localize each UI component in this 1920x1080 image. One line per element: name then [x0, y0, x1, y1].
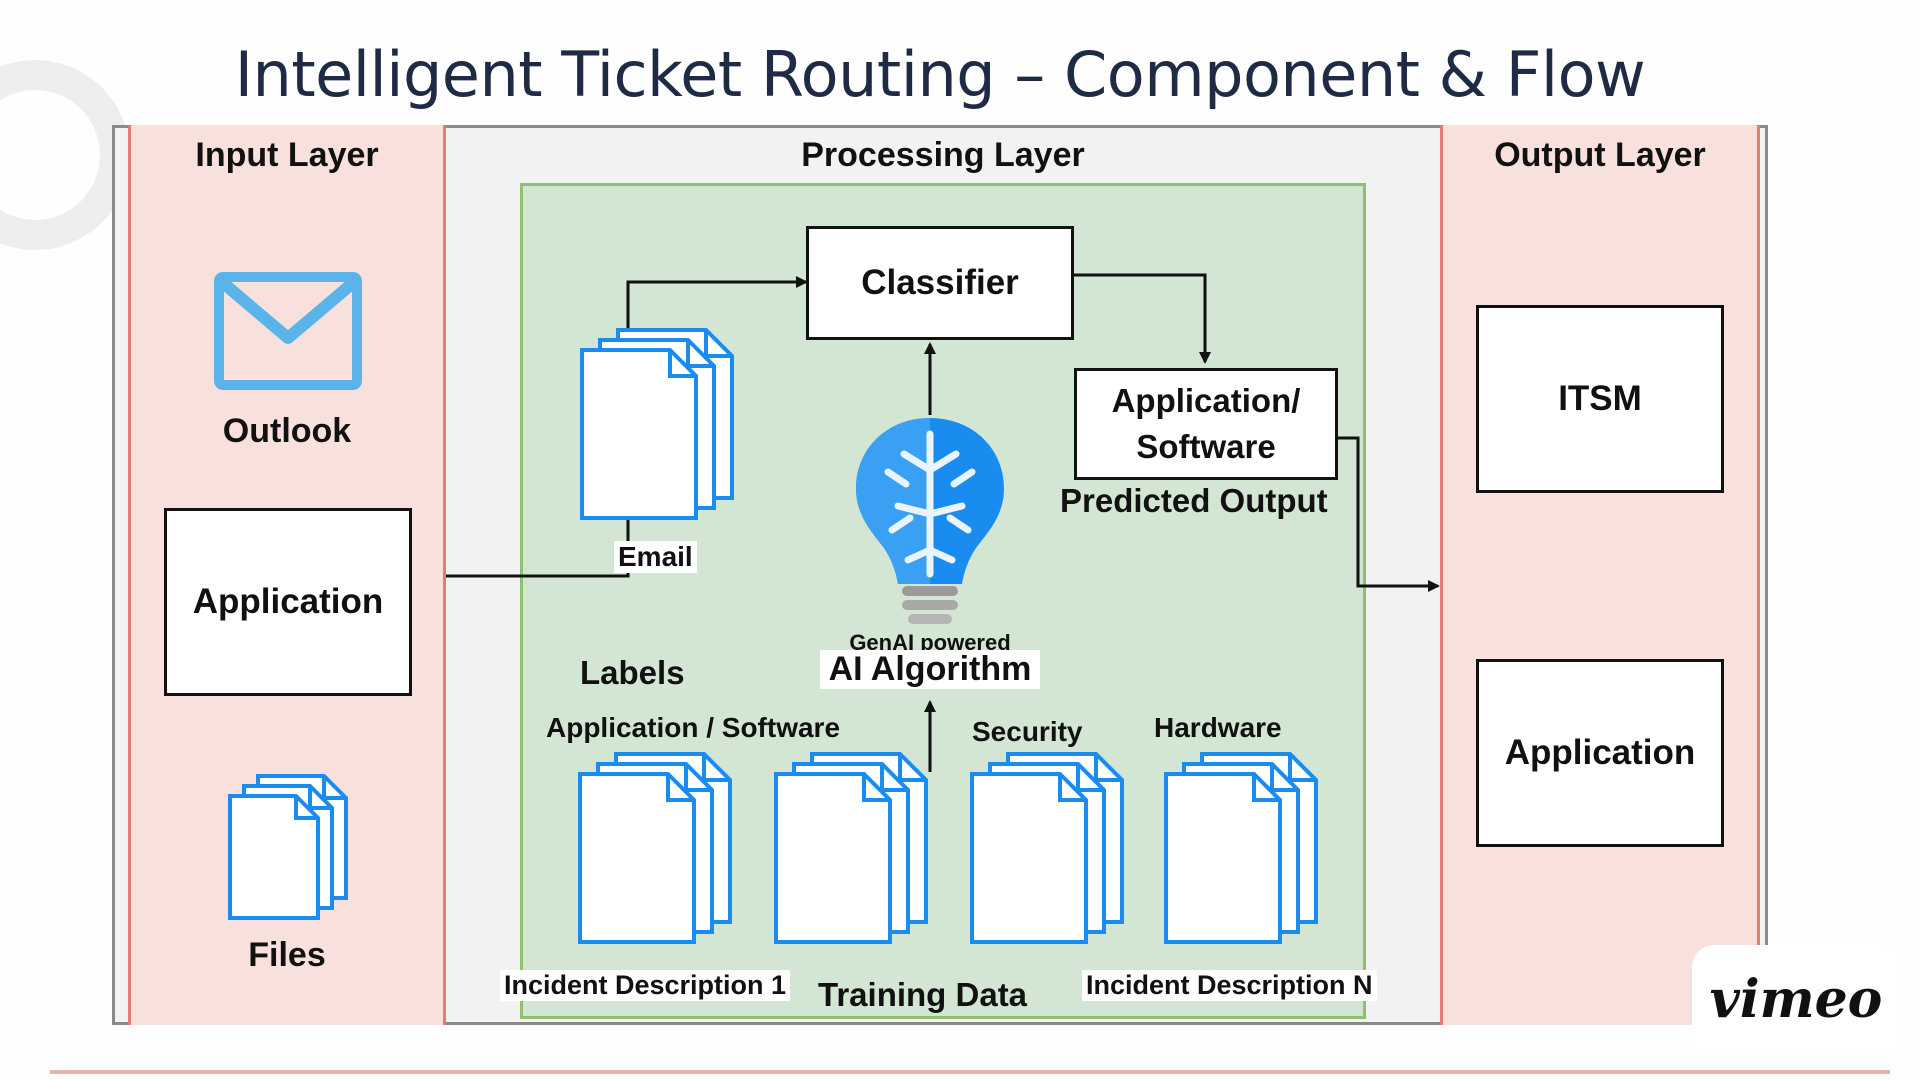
output-application-box: Application — [1476, 659, 1724, 847]
label-security: Security — [972, 716, 1083, 747]
outlook-label: Outlook — [222, 412, 352, 450]
predicted-output-line2: Software — [1136, 428, 1276, 465]
ai-algorithm-label: AI Algorithm — [820, 650, 1040, 689]
outlook-mail-icon — [214, 272, 362, 390]
email-documents-icon — [580, 328, 734, 520]
email-to-classifier-arrow — [626, 276, 808, 328]
predicted-output-box: Application/ Software — [1074, 368, 1338, 480]
email-label: Email — [614, 541, 697, 573]
predicted-output-label: Predicted Output — [1060, 482, 1328, 519]
label-hardware: Hardware — [1154, 712, 1282, 743]
labels-heading: Labels — [580, 654, 685, 691]
application-to-email-connector — [446, 520, 630, 578]
predicted-to-output-arrow — [1336, 436, 1440, 592]
diagram-title: Intelligent Ticket Routing – Component &… — [234, 38, 1646, 111]
training-doc-application — [578, 752, 732, 944]
predicted-output-line1: Application/ — [1111, 382, 1301, 419]
training-doc-software — [774, 752, 928, 944]
bottom-divider — [50, 1070, 1890, 1074]
input-application-box: Application — [164, 508, 412, 696]
label-application-software: Application / Software — [546, 712, 841, 743]
classifier-to-predicted-arrow — [1074, 273, 1211, 364]
files-label: Files — [248, 936, 326, 974]
input-layer-title: Input Layer — [195, 136, 379, 174]
incident-description-n-label: Incident Description N — [1082, 970, 1377, 1001]
processing-layer-title: Processing Layer — [801, 136, 1085, 174]
output-layer — [1440, 125, 1760, 1025]
files-icon — [228, 774, 348, 920]
itsm-box: ITSM — [1476, 305, 1724, 493]
training-doc-hardware — [1164, 752, 1318, 944]
ai-brain-bulb-icon — [856, 418, 1004, 624]
training-data-label: Training Data — [818, 976, 1028, 1013]
vimeo-logo[interactable]: vimeo — [1692, 945, 1900, 1053]
classifier-box: Classifier — [806, 226, 1074, 340]
training-doc-security — [970, 752, 1124, 944]
incident-description-1-label: Incident Description 1 — [500, 970, 791, 1001]
output-layer-title: Output Layer — [1494, 136, 1706, 174]
